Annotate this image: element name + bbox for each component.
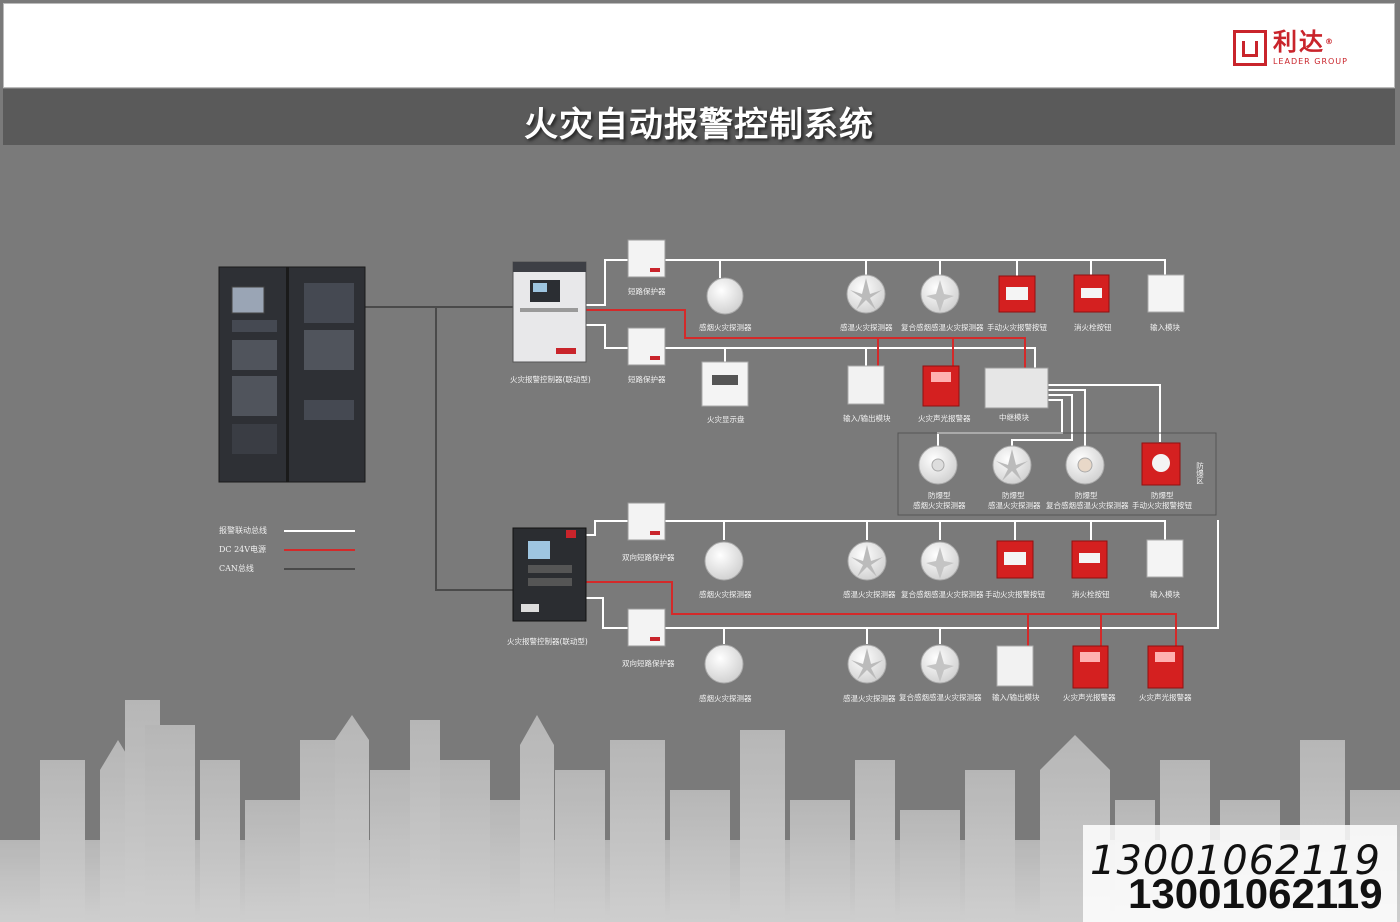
io-module-icon bbox=[996, 645, 1034, 687]
ex-label-1-l2: 感温火灾探测器 bbox=[988, 500, 1041, 510]
bottom-r2-label-2: 复合感烟感温火灾探测器 bbox=[899, 692, 982, 702]
main-cabinet bbox=[218, 266, 366, 483]
top-r2-label-0: 火灾显示盘 bbox=[707, 414, 745, 424]
logo-icon bbox=[1232, 30, 1267, 66]
repeater-module-icon bbox=[984, 367, 1049, 409]
io-module-icon bbox=[847, 365, 885, 405]
top-controller-label: 火灾报警控制器(联动型) bbox=[510, 374, 591, 384]
ex-label-1-l1: 防爆型 bbox=[1002, 490, 1025, 500]
logo-en-text: LEADER GROUP bbox=[1272, 57, 1348, 66]
legend-dc24v-label: DC 24V电源 bbox=[219, 544, 266, 554]
phone-watermark-background bbox=[1083, 825, 1397, 922]
input-module-icon bbox=[1146, 539, 1184, 578]
dc24v-bottom bbox=[586, 581, 1177, 646]
top-r2-label-2: 火灾声光报警器 bbox=[918, 413, 971, 423]
bottom-r2-label-3: 输入/输出模块 bbox=[992, 692, 1040, 702]
bottom-r2-label-4: 火灾声光报警器 bbox=[1063, 692, 1116, 702]
bottom-protector-a-label: 双向短路保护器 bbox=[622, 552, 675, 562]
logo-reg-mark: ® bbox=[1324, 37, 1335, 46]
top-protector-a bbox=[627, 239, 666, 278]
bottom-r2-label-1: 感温火灾探测器 bbox=[843, 693, 896, 703]
top-r1-label-5: 输入模块 bbox=[1150, 322, 1180, 332]
explosion-zone-box bbox=[897, 432, 1217, 516]
bottom-r2-label-5: 火灾声光报警器 bbox=[1139, 692, 1192, 702]
top-r1-label-1: 感温火灾探测器 bbox=[840, 322, 893, 332]
brand-logo: 利达® LEADER GROUP bbox=[1232, 28, 1348, 66]
explosion-zone-label: 防爆区 bbox=[1195, 461, 1204, 485]
bottom-r1-label-4: 消火栓按钮 bbox=[1072, 589, 1110, 599]
bottom-protector-b bbox=[627, 608, 666, 647]
smoke-detector-icon bbox=[704, 644, 744, 684]
ex-label-2-l1: 防爆型 bbox=[1075, 490, 1098, 500]
bottom-r1-label-1: 感温火灾探测器 bbox=[843, 589, 896, 599]
bottom-r1-label-5: 输入模块 bbox=[1150, 589, 1180, 599]
manual-call-point-icon bbox=[998, 275, 1036, 313]
bottom-row2-devices bbox=[704, 644, 1184, 689]
ex-label-2-l2: 复合感烟感温火灾探测器 bbox=[1046, 500, 1129, 510]
ex-label-0-l2: 感烟火灾探测器 bbox=[913, 500, 966, 510]
top-r1-label-3: 手动火灾报警按钮 bbox=[987, 322, 1047, 332]
bottom-protector-a bbox=[627, 502, 666, 541]
alarm-bus-bottom bbox=[586, 520, 1219, 644]
ex-label-0-l1: 防爆型 bbox=[928, 490, 951, 500]
bottom-protector-b-label: 双向短路保护器 bbox=[622, 658, 675, 668]
ex-label-3-l2: 手动火灾报警按钮 bbox=[1132, 500, 1192, 510]
top-r2-label-1: 输入/输出模块 bbox=[843, 413, 891, 423]
smoke-detector-icon bbox=[704, 541, 744, 581]
header-bar: 利达® LEADER GROUP bbox=[3, 3, 1395, 88]
dc24v-top bbox=[586, 309, 1026, 368]
legend-alarm-bus-label: 报警联动总线 bbox=[219, 525, 267, 535]
explosion-devices bbox=[918, 442, 1181, 486]
bottom-r2-label-0: 感烟火灾探测器 bbox=[699, 693, 752, 703]
bottom-r1-label-3: 手动火灾报警按钮 bbox=[985, 589, 1045, 599]
top-r1-label-2: 复合感烟感温火灾探测器 bbox=[901, 322, 984, 332]
legend: 报警联动总线 DC 24V电源 CAN总线 bbox=[219, 525, 355, 573]
phone-number-italic: 13001062119 bbox=[1090, 838, 1381, 884]
top-protector-b bbox=[627, 327, 666, 366]
bottom-r1-label-0: 感烟火灾探测器 bbox=[699, 589, 752, 599]
top-protector-a-label: 短路保护器 bbox=[628, 286, 666, 296]
page-title: 火灾自动报警控制系统 bbox=[524, 105, 874, 145]
bottom-row1-devices bbox=[704, 539, 1184, 581]
phone-number-bold: 13001062119 bbox=[1128, 870, 1383, 917]
top-r1-label-0: 感烟火灾探测器 bbox=[699, 322, 752, 332]
ex-label-3-l1: 防爆型 bbox=[1151, 490, 1174, 500]
legend-can-label: CAN总线 bbox=[219, 563, 254, 573]
title-bar: 火灾自动报警控制系统 bbox=[3, 89, 1395, 145]
can-bus-lines bbox=[365, 306, 513, 591]
bottom-controller bbox=[512, 527, 587, 622]
top-row2-devices bbox=[701, 361, 1049, 409]
bottom-r1-label-2: 复合感烟感温火灾探测器 bbox=[901, 589, 984, 599]
top-row1-devices bbox=[706, 274, 1185, 315]
input-module-icon bbox=[1147, 274, 1185, 313]
top-r1-label-4: 消火栓按钮 bbox=[1074, 322, 1112, 332]
top-controller bbox=[512, 261, 587, 363]
bottom-controller-label: 火灾报警控制器(联动型) bbox=[507, 636, 588, 646]
logo-cn-text: 利达 bbox=[1272, 28, 1325, 56]
smoke-detector-icon bbox=[706, 277, 744, 315]
top-r2-label-3: 中继模块 bbox=[999, 412, 1029, 422]
top-protector-b-label: 短路保护器 bbox=[628, 374, 666, 384]
